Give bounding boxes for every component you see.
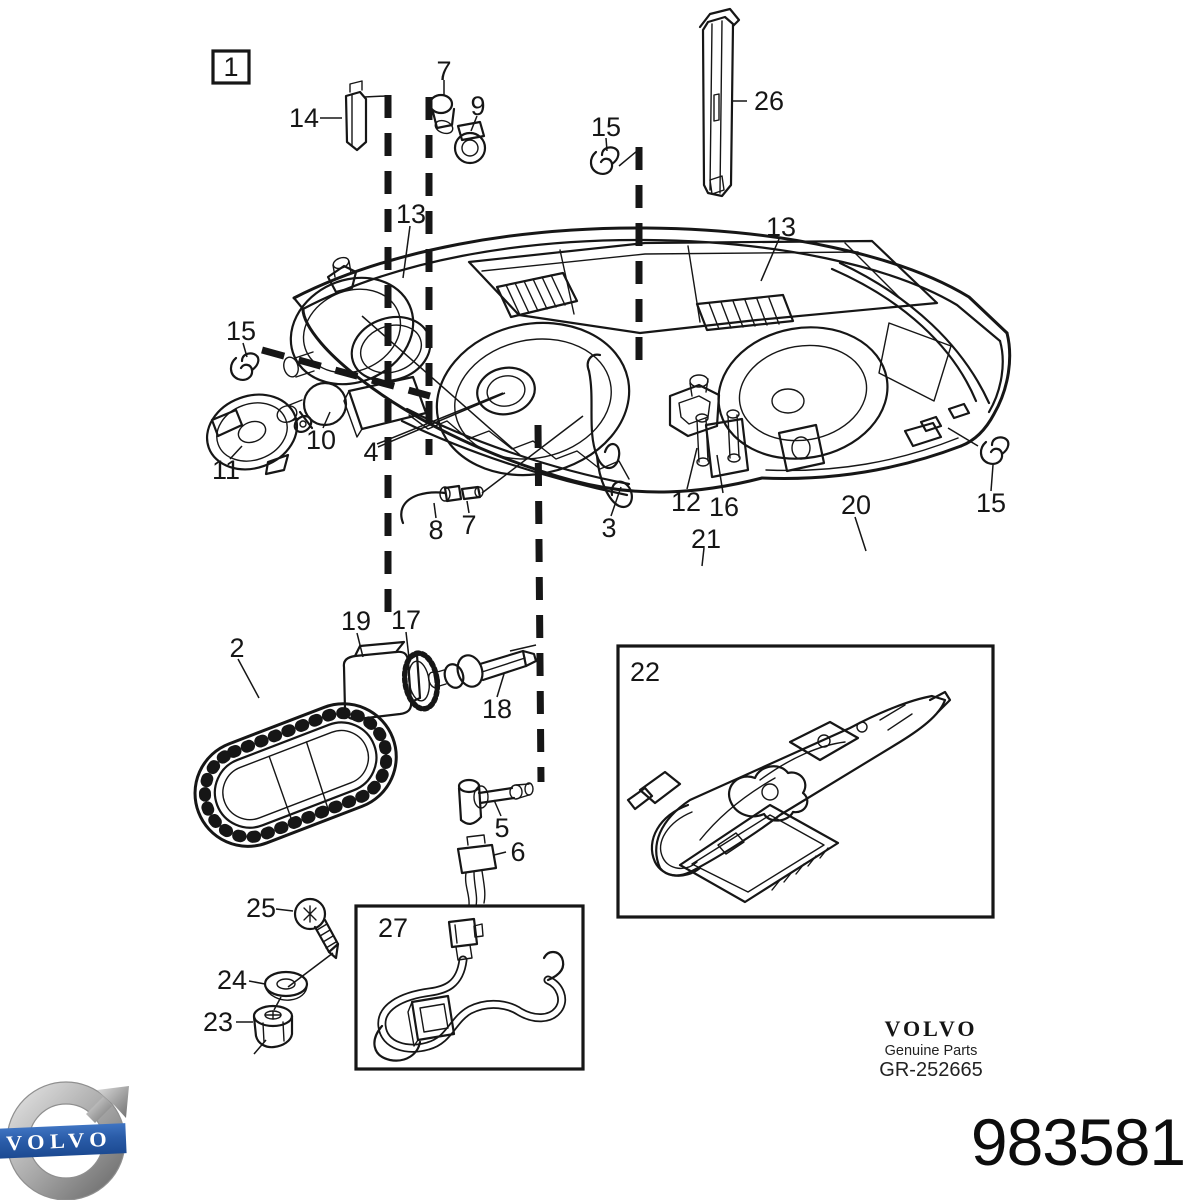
part-label-26: 26 — [754, 86, 784, 116]
part-label-19: 19 — [341, 606, 371, 636]
leader-line — [716, 454, 724, 494]
part-label-25: 25 — [246, 893, 276, 923]
leader-line — [470, 115, 478, 132]
part-label-12: 12 — [671, 487, 701, 517]
leader-line — [686, 447, 698, 490]
leader-line — [242, 342, 248, 358]
leader-line — [356, 632, 364, 658]
leader-line — [947, 427, 979, 447]
part-label-7-top: 7 — [436, 56, 451, 86]
leader-line — [990, 464, 994, 492]
leader-line — [509, 644, 537, 652]
part-label-11: 11 — [212, 455, 240, 485]
part-label-7-mid: 7 — [461, 510, 476, 540]
leader-line — [402, 225, 411, 279]
levelling-unit-art — [626, 690, 952, 904]
volvo-arrow-head — [97, 1086, 129, 1118]
part-label-13-left: 13 — [396, 199, 426, 229]
part-label-2: 2 — [229, 633, 244, 663]
part-label-10: 10 — [306, 425, 336, 455]
leader-line — [481, 415, 584, 494]
leader-line — [376, 392, 504, 445]
part-label-9: 9 — [470, 91, 485, 121]
part-label-8: 8 — [428, 515, 443, 545]
part-label-4: 4 — [363, 437, 378, 467]
volvo-logo-wordmark: VOLVO — [6, 1127, 113, 1156]
leader-line — [248, 980, 266, 985]
brand-subtitle: Genuine Parts — [885, 1043, 978, 1059]
leader-line — [493, 799, 502, 817]
leader-lines — [229, 80, 994, 1055]
part-label-15-top: 15 — [591, 112, 621, 142]
leader-line — [610, 486, 622, 517]
leader-line — [618, 150, 638, 167]
part-label-1: 1 — [223, 52, 238, 82]
leader-line — [760, 238, 780, 282]
part-label-15-right: 15 — [976, 488, 1006, 518]
leader-line — [701, 547, 705, 567]
leader-line — [493, 851, 507, 856]
part-label-6: 6 — [510, 837, 525, 867]
part-label-16: 16 — [709, 492, 739, 522]
leader-line — [273, 996, 282, 1011]
leader-line — [275, 908, 294, 912]
volvo-logo-band: VOLVO — [0, 1123, 127, 1159]
leader-line — [854, 516, 867, 552]
part-label-14: 14 — [289, 103, 319, 133]
leader-line — [322, 411, 331, 429]
part-label-23: 23 — [203, 1007, 233, 1037]
part-label-18: 18 — [482, 694, 512, 724]
leader-line — [361, 315, 521, 456]
part-label-22: 22 — [630, 657, 660, 687]
brand-wordmark: VOLVO — [885, 1016, 978, 1041]
leader-line — [605, 137, 608, 152]
leader-line — [237, 658, 260, 699]
part-label-21: 21 — [691, 524, 721, 554]
group-reference: GR-252665 — [879, 1059, 982, 1081]
part-label-13-right: 13 — [766, 212, 796, 242]
detail-box-1 — [211, 49, 251, 85]
part-label-20: 20 — [841, 490, 871, 520]
part-label-27: 27 — [378, 913, 408, 943]
leader-line — [405, 631, 410, 659]
leader-line — [433, 502, 437, 519]
leader-line — [287, 952, 334, 988]
headlamp-housing-art — [283, 226, 1012, 509]
part-label-5: 5 — [494, 813, 509, 843]
axis-dashed-line — [534, 424, 545, 783]
part-label-24: 24 — [217, 965, 247, 995]
leader-line — [466, 500, 470, 514]
part-number: 983581 — [971, 1105, 1185, 1179]
leader-line — [253, 1039, 267, 1055]
small-parts-art — [193, 7, 1010, 1049]
detail-box-27 — [354, 904, 585, 1071]
leader-line — [363, 95, 387, 98]
part-label-3: 3 — [601, 513, 616, 543]
part-label-15-left: 15 — [226, 316, 256, 346]
detail-box-22 — [616, 644, 995, 919]
leader-line — [377, 392, 506, 448]
volvo-logo: VOLVO — [0, 1081, 129, 1200]
leader-line — [229, 445, 243, 460]
part-label-17: 17 — [391, 605, 421, 635]
detail-boxes — [211, 49, 995, 1071]
wiring-harness-art — [373, 917, 567, 1062]
leader-line — [496, 673, 505, 698]
alignment-dashed-lines — [261, 95, 643, 783]
volvo-arrow-shaft — [86, 1097, 112, 1123]
axis-dashed-line — [261, 346, 431, 400]
